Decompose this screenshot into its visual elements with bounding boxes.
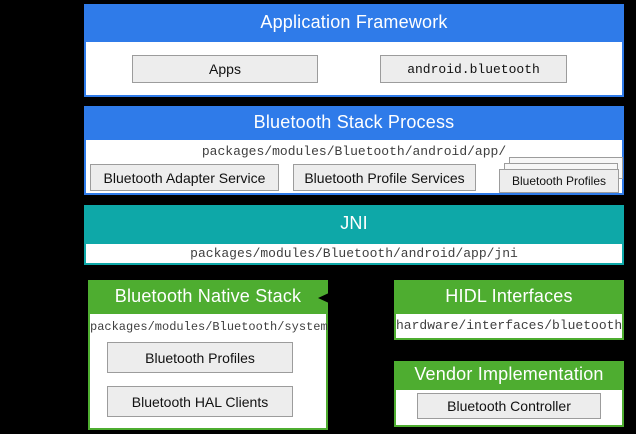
vendor-implementation-header: Vendor Implementation [394,361,624,388]
jni-body: packages/modules/Bluetooth/android/app/j… [84,242,624,265]
bluetooth-stack-process-path: packages/modules/Bluetooth/android/app/ [201,144,507,159]
vendor-implementation-body: Bluetooth Controller [394,388,624,427]
bluetooth-native-stack-body: packages/modules/Bluetooth/system Blueto… [88,312,328,430]
bidirectional-arrow-icon [318,292,402,304]
application-framework-header: Application Framework [84,4,624,40]
bluetooth-native-stack-header: Bluetooth Native Stack [88,280,328,312]
bluetooth-native-stack-path: packages/modules/Bluetooth/system [90,320,328,334]
apps-box: Apps [132,55,318,83]
jni-path: packages/modules/Bluetooth/android/app/j… [190,246,518,261]
bluetooth-profile-services-box: Bluetooth Profile Services [293,164,476,191]
hidl-interfaces-path: hardware/interfaces/bluetooth [396,318,623,333]
bluetooth-stack-process-body: packages/modules/Bluetooth/android/app/ … [84,138,624,195]
jni-header: JNI [84,205,624,242]
android-bluetooth-box: android.bluetooth [380,55,567,83]
bluetooth-hal-clients-box: Bluetooth HAL Clients [107,386,293,417]
application-framework-body: Apps android.bluetooth [84,40,624,97]
bluetooth-profiles-box: Bluetooth Profiles [107,342,293,373]
hidl-interfaces-header: HIDL Interfaces [394,280,624,312]
bluetooth-adapter-service-box: Bluetooth Adapter Service [90,164,279,191]
bluetooth-stack-process-header: Bluetooth Stack Process [84,106,624,138]
bluetooth-controller-box: Bluetooth Controller [417,393,601,419]
hidl-interfaces-body: hardware/interfaces/bluetooth [394,312,624,340]
bluetooth-profiles-stacked-box: Bluetooth Profiles [499,169,619,193]
